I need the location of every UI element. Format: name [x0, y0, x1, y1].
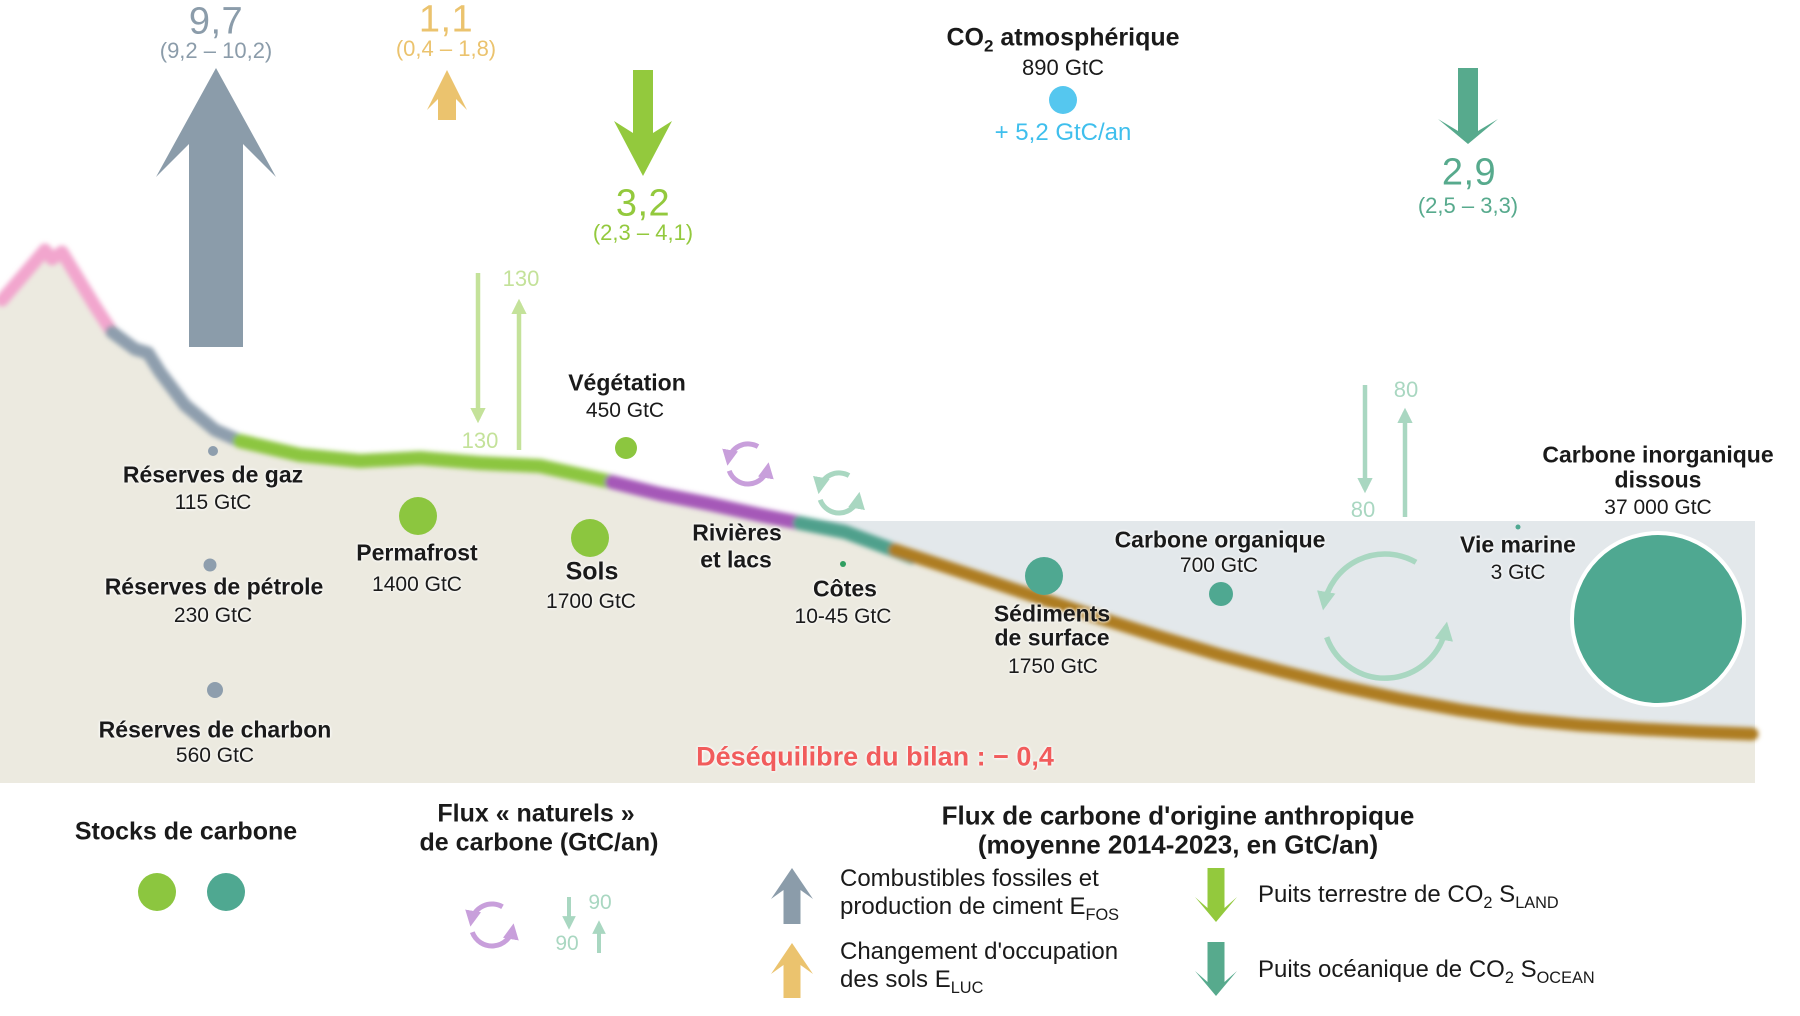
land-sink-flux-range: (2,3 – 4,1): [592, 220, 694, 245]
mountain-snow-edge: [0, 243, 119, 339]
legend-land-sink-text: Puits terrestre de CO2 SLAND: [1258, 881, 1559, 912]
permafrost-label: Permafrost: [356, 539, 478, 566]
legend-stocks-title: Stocks de carbone: [74, 817, 298, 846]
soils-value: 1700 GtC: [546, 590, 636, 613]
permafrost-dot: [399, 497, 437, 535]
legend-natural-up-value: 90: [555, 932, 579, 955]
legend-anthro-title-line2: (moyenne 2014-2023, en GtC/an): [977, 829, 1379, 860]
marine-life-label: Vie marine: [1460, 531, 1576, 558]
gas-dot: [208, 446, 218, 456]
oil-label: Réserves de pétrole: [104, 573, 324, 600]
ocean-circulation-icon: [1317, 551, 1453, 681]
vegetation-flux-down-value: 130: [502, 266, 540, 291]
organic-carbon-label: Carbone organique: [1114, 526, 1326, 553]
atmosphere-growth-rate: + 5,2 GtC/an: [994, 119, 1132, 146]
legend-fossil-line2: production de ciment EFOS: [840, 893, 1120, 924]
legend-ocean-sink-text: Puits océanique de CO2 SOCEAN: [1258, 956, 1595, 987]
vegetation-flux-up-value: 130: [461, 428, 499, 453]
atmosphere-dot: [1049, 86, 1077, 114]
coast-cycle-icon: [813, 470, 865, 516]
dic-label-line1: Carbone inorganique: [1542, 441, 1774, 468]
rivers-label-line2: et lacs: [700, 546, 772, 573]
legend-stock-green-dot: [138, 873, 176, 911]
coal-value: 560 GtC: [175, 744, 255, 767]
dic-value: 37 000 GtC: [1604, 496, 1712, 519]
vegetation-edge: [233, 434, 619, 489]
vegetation-label: Végétation: [568, 369, 686, 396]
ocean-flux-up-value: 80: [1350, 497, 1376, 522]
budget-imbalance-text: Déséquilibre du bilan : − 0,4: [696, 741, 1054, 772]
legend-anthro-title-line1: Flux de carbone d'origine anthropique: [941, 800, 1415, 831]
legend-fossil-arrow: [771, 868, 813, 924]
coasts-label: Côtes: [813, 575, 877, 602]
ocean-sink-flux-range: (2,5 – 3,3): [1417, 193, 1519, 218]
organic-carbon-value: 700 GtC: [1179, 554, 1259, 577]
legend-natural-title-line1: Flux « naturels »: [437, 799, 635, 828]
legend-natural-cycle-icon: [465, 901, 519, 949]
legend-land-sink-arrow: [1195, 868, 1237, 922]
land-sink-flux-value: 3,2: [615, 182, 671, 225]
legend-land-use-arrow: [771, 943, 813, 998]
atmosphere-stock: 890 GtC: [1022, 55, 1104, 80]
sediments-label-line2: de surface: [994, 624, 1110, 651]
legend-land-use-line1: Changement d'occupation: [840, 938, 1119, 965]
fossil-flux-value: 9,7: [188, 0, 244, 43]
fossil-emissions-arrow: [156, 68, 276, 347]
fossil-flux-range: (9,2 – 10,2): [159, 38, 273, 63]
mountain-rock-edge: [105, 325, 247, 448]
organic-carbon-dot: [1209, 582, 1233, 606]
oil-dot: [203, 558, 217, 572]
legend-stock-teal-dot: [207, 873, 245, 911]
land-use-emissions-arrow: [427, 70, 467, 120]
gas-label: Réserves de gaz: [122, 461, 304, 488]
vegetation-value: 450 GtC: [585, 399, 665, 422]
legend-natural-title-line2: de carbone (GtC/an): [419, 828, 659, 857]
legend-ocean-sink-arrow: [1195, 942, 1237, 996]
legend-land-use-line2: des sols ELUC: [840, 966, 984, 997]
land-use-flux-value: 1,1: [418, 0, 474, 41]
seafloor-edge: [888, 543, 1759, 741]
coasts-dot: [840, 561, 846, 567]
sediments-label-line1: Sédiments: [993, 600, 1111, 627]
gas-value: 115 GtC: [174, 491, 252, 514]
land-sink-arrow: [614, 70, 672, 176]
legend-natural-down-value: 90: [588, 891, 612, 914]
vegetation-dot: [615, 437, 637, 459]
river-cycle-icon: [722, 441, 774, 487]
land-use-flux-range: (0,4 – 1,8): [395, 36, 497, 61]
soils-dot: [571, 519, 609, 557]
legend-fossil-line1: Combustibles fossiles et: [840, 865, 1099, 892]
ocean-sink-flux-value: 2,9: [1441, 151, 1497, 194]
land-silhouette: [0, 248, 1755, 783]
sediments-value: 1750 GtC: [1008, 655, 1098, 678]
permafrost-value: 1400 GtC: [372, 573, 462, 596]
coal-label: Réserves de charbon: [98, 716, 332, 743]
marine-life-dot: [1515, 524, 1521, 530]
coasts-value: 10-45 GtC: [794, 605, 892, 628]
soils-label: Sols: [565, 557, 619, 586]
dic-label-line2: dissous: [1614, 466, 1702, 493]
marine-life-value: 3 GtC: [1490, 561, 1546, 584]
river-edge: [605, 475, 807, 530]
ocean-sink-arrow: [1438, 68, 1498, 144]
ocean-flux-down-value: 80: [1393, 377, 1419, 402]
atmosphere-title: CO2 atmosphérique: [946, 23, 1180, 56]
coal-dot: [207, 682, 223, 698]
dic-circle: [1570, 531, 1746, 707]
rivers-label-line1: Rivières: [692, 519, 782, 546]
oil-value: 230 GtC: [173, 604, 253, 627]
sediments-dot: [1025, 557, 1063, 595]
